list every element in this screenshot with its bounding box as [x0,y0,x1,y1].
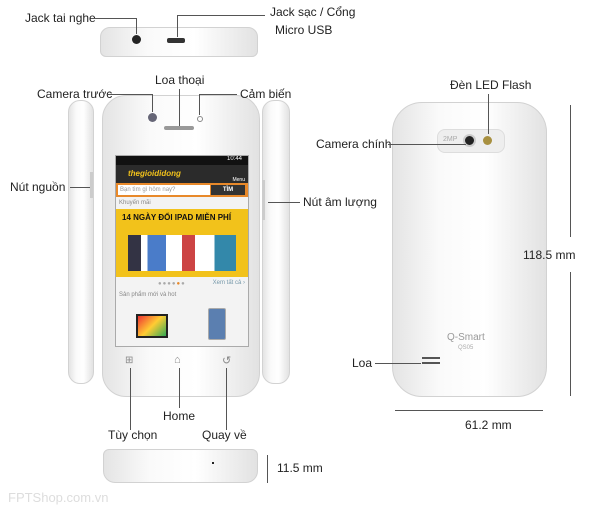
camera-module: 2MP [437,129,505,153]
phone-top-view [100,27,258,57]
phone-screen: 10:44 thegioididong Menu Bạn tìm gì hôm … [115,155,249,347]
label-main-camera: Camera chính [316,137,392,151]
back-key-icon[interactable]: ↺ [222,355,232,367]
label-charging-port: Jack sạc / Cổng [270,5,356,19]
label-sensor: Cảm biến [240,87,292,101]
label-earpiece: Loa thoại [155,73,205,87]
label-home: Home [163,409,196,423]
model-text: QS05 [458,345,474,351]
options-key-icon[interactable]: ⊞ [125,355,134,366]
phone-right-side [262,100,290,384]
search-bar: Bạn tìm gì hôm nay? TÌM [116,183,248,197]
camera-mp-text: 2MP [443,136,458,143]
phone-bottom-view [103,449,258,483]
sensor [197,116,203,122]
power-button [90,172,93,198]
label-width: 61.2 mm [465,418,512,432]
label-headphone-jack: Jack tai nghe [25,11,96,25]
banner-title: 14 NGÀY ĐỔI IPAD MIỄN PHÍ [122,213,232,222]
product-phone[interactable] [208,308,226,340]
label-height: 118.5 mm [523,248,576,262]
led-flash [483,136,492,145]
promo-banner[interactable]: 14 NGÀY ĐỔI IPAD MIỄN PHÍ [116,209,248,277]
label-thickness: 11.5 mm [277,461,323,475]
view-all-link[interactable]: Xem tất cả › [212,280,245,286]
label-options: Tùy chọn [108,428,158,442]
product-tablet[interactable] [136,314,168,338]
label-power-button: Nút nguồn [10,180,66,194]
status-bar: 10:44 [116,156,248,165]
watermark: FPTShop.com.vn [8,490,109,505]
front-camera [148,113,157,122]
label-front-camera: Camera trước [37,87,113,101]
site-logo[interactable]: thegioididong [128,169,181,178]
phone-left-side [68,100,94,384]
label-back: Quay về [202,428,247,442]
search-input[interactable]: Bạn tìm gì hôm nay? [118,185,210,195]
carousel-dots: ●●●●●● [158,281,186,287]
section-title: Sản phẩm mới và hot [119,292,177,298]
label-led-flash: Đèn LED Flash [450,78,532,92]
promo-header: Khuyến mãi [119,200,151,206]
volume-button [262,180,265,220]
search-button[interactable]: TÌM [211,185,245,195]
label-speaker: Loa [352,356,373,370]
rear-speaker [422,357,440,364]
home-key-icon[interactable]: ⌂ [174,354,181,366]
site-header: thegioididong Menu [116,165,248,183]
microphone-hole [212,462,214,464]
label-volume-button: Nút âm lượng [303,195,377,209]
tablet-images [128,235,236,271]
brand-logo: Q-Smart [447,332,485,343]
headphone-jack [132,35,141,44]
micro-usb-port [167,38,185,43]
menu-button[interactable]: Menu [232,177,245,183]
clock: 10:44 [226,156,242,162]
label-charging-port-2: Micro USB [275,23,333,37]
earpiece [164,126,194,130]
main-camera [463,134,476,147]
